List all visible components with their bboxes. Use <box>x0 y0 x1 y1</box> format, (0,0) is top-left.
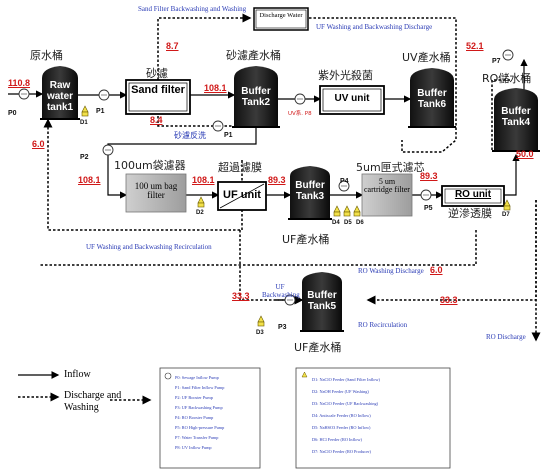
discharge-water-label: Discharge Water <box>259 12 303 19</box>
doser-d5: D5 <box>344 220 352 226</box>
bag-zh: 100um袋濾器 <box>114 159 186 172</box>
legend-feeder-item: D1: NaClO Feeder (Sand Filter Inflow) <box>312 377 380 382</box>
buffer3-zh: UF產水桶 <box>282 233 330 246</box>
pump-p5: P5 <box>424 205 433 212</box>
doser-d4: D4 <box>332 220 340 226</box>
legend-pump-item: P7: Water Transfer Pump <box>175 435 219 440</box>
flow-50-0: 50.0 <box>516 149 534 159</box>
buffer-tank3-label: Buffer Tank3 <box>295 180 325 202</box>
sand-filter-label: Sand filter <box>131 84 185 96</box>
flow-108-1-b: 108.1 <box>78 175 101 185</box>
legend-pump-item: P2: UF Booster Pump <box>175 395 213 400</box>
legend-feeder-item: D6: HCl Feeder (RO Inflow) <box>312 437 362 442</box>
pump-p1b: P1 <box>224 132 233 139</box>
doser-d3: D3 <box>256 330 264 336</box>
flow-8-4: 8.4 <box>150 115 163 125</box>
buffer4-zh: RO儲水桶 <box>482 72 532 85</box>
buffer-tank4-label: Buffer Tank4 <box>501 106 531 128</box>
uv-zh: 紫外光殺菌 <box>318 69 373 82</box>
flow-6-0-b: 6.0 <box>430 265 443 275</box>
legend-pump-item: P8: UV Inflow Pump <box>175 445 212 450</box>
doser-d1: D1 <box>80 120 88 126</box>
legend-pump-item: P1: Sand Filter Inflow Pump <box>175 385 225 390</box>
legend-pump-item: P3: UF Backwashing Pump <box>175 405 223 410</box>
buffer6-zh: UV產水桶 <box>402 51 451 64</box>
doser-d2: D2 <box>196 210 204 216</box>
legend-feeder-item: D2: NaOH Feeder (UF Washing) <box>312 389 369 394</box>
cartridge-filter-label: 5 um cartridge filter <box>364 177 410 195</box>
sand-backwash-zh: 砂濾反洗 <box>174 131 206 140</box>
uf-wash-recirc-label: UF Washing and Backwashing Recirculation <box>86 243 212 251</box>
uf-wash-discharge-label: UF Washing and Backwashing Discharge <box>316 23 433 31</box>
buffer-tank2-label: Buffer Tank2 <box>241 86 271 108</box>
uv-pump-zh: UV系. P8 <box>288 111 312 117</box>
ro-wash-discharge-label: RO Washing Discharge <box>358 267 424 275</box>
ro-zh: 逆滲透膜 <box>448 207 492 220</box>
pump-p1a: P1 <box>96 108 105 115</box>
flow-89-3-b: 89.3 <box>420 171 438 181</box>
buffer-tank6-label: Buffer Tank6 <box>417 88 447 110</box>
pump-p3: P3 <box>278 324 287 331</box>
sand-backwash-label: Sand Filter Backwashing and Washing <box>138 5 247 13</box>
legend-pump-item: P0: Sewage Inflow Pump <box>175 375 219 380</box>
buffer-tank5-label: Buffer Tank5 <box>307 290 337 312</box>
ro-discharge-label: RO Discharge <box>486 333 526 341</box>
sand-filter-zh: 砂濾 <box>146 67 168 80</box>
uf-unit-label: UF unit <box>223 189 261 201</box>
raw-water-tank-label: Raw water tank1 <box>46 80 74 113</box>
flow-108-1-a: 108.1 <box>204 83 227 93</box>
doser-d6: D6 <box>356 220 364 226</box>
uf-zh: 超過濾膜 <box>218 161 262 174</box>
flow-8-7: 8.7 <box>166 41 179 51</box>
flow-108-1-c: 108.1 <box>192 175 215 185</box>
pump-p2: P2 <box>80 154 89 161</box>
doser-d7: D7 <box>502 212 510 218</box>
raw-tank-zh: 原水桶 <box>30 49 63 62</box>
pump-p7: P7 <box>492 58 501 65</box>
flow-33-3-b: 33.3 <box>440 295 458 305</box>
flow-89-3-a: 89.3 <box>268 175 286 185</box>
uf-backwashing-label: UF Backwashing <box>262 283 300 299</box>
flow-33-3-a: 33.3 <box>232 291 250 301</box>
legend-inflow: Inflow <box>64 369 91 380</box>
legend-feeder-item: D7: NaClO Feeder (RO Producer) <box>312 449 371 454</box>
flow-6-0-a: 6.0 <box>32 139 45 149</box>
ro-recirculation-label: RO Recirculation <box>358 321 408 329</box>
bag-filter-label: 100 um bag filter <box>134 181 178 201</box>
uv-unit-label: UV unit <box>334 93 370 104</box>
legend-pump-item: P4: RO Booster Pump <box>175 415 214 420</box>
pump-p4: P4 <box>340 178 349 185</box>
legend-pump-item: P5: RO High-pressure Pump <box>175 425 225 430</box>
cartridge-zh: 5um匣式濾芯 <box>356 161 425 174</box>
buffer2-zh: 砂濾產水桶 <box>226 49 281 62</box>
legend-feeder-item: D3: NaClO Feeder (UF Backwashing) <box>312 401 379 406</box>
legend-feeder-item: D4: Antiscale Feeder (RO Inflow) <box>312 413 371 418</box>
legend-feeder-item: D5: NaHSO3 Feeder (RO Inflow) <box>312 425 371 430</box>
ro-unit-label: RO unit <box>454 189 492 200</box>
flow-52-1: 52.1 <box>466 41 484 51</box>
flow-110-8: 110.8 <box>8 78 31 88</box>
legend-discharge: Discharge and Washing <box>64 390 122 413</box>
buffer5-zh: UF產水桶 <box>294 341 342 354</box>
pump-p0: P0 <box>8 110 17 117</box>
